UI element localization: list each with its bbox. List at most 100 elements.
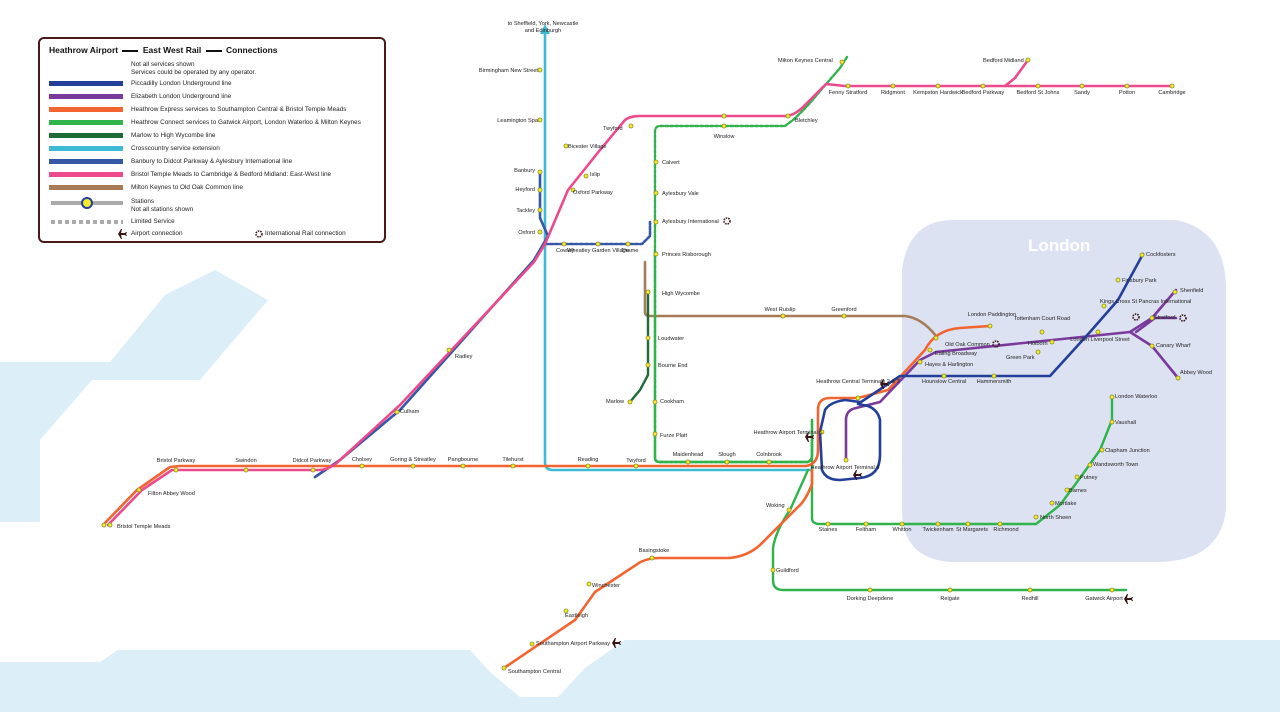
milton-keynes-old-oak-line (643, 260, 938, 338)
station-label: Bristol Parkway (157, 458, 196, 464)
line-color-swatch (49, 159, 123, 164)
line-color-swatch (49, 133, 123, 138)
heathrow-express-bristol (101, 324, 992, 527)
station-label: Basingstoke (639, 548, 669, 554)
airport-icon (880, 379, 889, 389)
legend-limited: Limited Service (49, 217, 379, 227)
international-rail-icon (1179, 314, 1187, 322)
station-label: North Sheen (1040, 515, 1071, 521)
station-label: Wheatley Garden Village (567, 248, 629, 254)
station-label: Didcot Parkway (293, 458, 332, 464)
station-label: Bedford Midland (983, 58, 1024, 64)
station-label: London Liverpool Street (1070, 337, 1130, 343)
station-label: Guildford (776, 568, 799, 574)
north-arrow-label: to Sheffield, York, Newcastle (508, 21, 579, 27)
station-label: Loudwater (658, 336, 684, 342)
station-label: Whitton (893, 527, 912, 533)
crosscountry-line (543, 28, 812, 472)
station-label: Heyford (515, 187, 535, 193)
map-legend: Heathrow Airport East West Rail Connecti… (38, 37, 386, 243)
station-label: Staines (819, 527, 838, 533)
station-label: Sandy (1074, 90, 1090, 96)
station-label: Radley (455, 354, 473, 360)
legend-airport: Airport connection International Rail co… (49, 229, 379, 239)
station-label: Clapham Junction (1105, 448, 1150, 454)
station-label: Cookham (660, 399, 684, 405)
station-label: Green Park (1006, 355, 1035, 361)
station-label: Woking (766, 503, 785, 509)
station-label: Gatwick Airport (1085, 596, 1123, 602)
station-label: Milton Keynes Central (778, 58, 833, 64)
station-label: Cowley (556, 248, 575, 254)
station-label: Oxford Parkway (573, 190, 613, 196)
station-label: Heathrow Airport Terminal 5 (754, 430, 823, 436)
legend-line-label: Marlow to High Wycombe line (131, 132, 216, 139)
piccadilly-heathrow-loop (818, 398, 862, 434)
station-label: Culham (400, 409, 420, 415)
station-label: Holborn (1028, 341, 1048, 347)
line-color-swatch (49, 120, 123, 125)
heathrow-express-southampton (502, 468, 814, 670)
station-label: Twickenham (922, 527, 953, 533)
station-label: High Wycombe (662, 291, 700, 297)
legend-line-row: Heathrow Express services to Southampton… (49, 105, 379, 115)
legend-line-row: Elizabeth London Underground line (49, 92, 379, 102)
station-label: West Ruislip (765, 307, 796, 313)
station-label: Old Oak Common (945, 342, 990, 348)
station-label: St Margarets (956, 527, 988, 533)
station-label: Furze Platt (660, 433, 687, 439)
station-label: Hayes & Harlington (925, 362, 973, 368)
elizabeth-line (844, 288, 1178, 462)
legend-note: Not all services shown Services could be… (131, 61, 257, 76)
station-label: Swindon (235, 458, 256, 464)
international-rail-icon (1132, 313, 1140, 321)
station-label: Birmingham New Street (479, 68, 539, 74)
station-label: Reigate (940, 596, 959, 602)
station-label: Tottenham Court Road (1014, 316, 1070, 322)
london-label: London (1028, 236, 1091, 255)
station-label: Winchester (592, 583, 620, 589)
station-label: Reading (578, 457, 599, 463)
legend-line-row: Heathrow Connect services to Gatwick Air… (49, 118, 379, 128)
station-label: Calvert (662, 160, 680, 166)
legend-line-label: Milton Keynes to Old Oak Common line (131, 184, 243, 191)
station-label: Slough (718, 452, 735, 458)
station-label: Redhill (1021, 596, 1038, 602)
station-label: Aylesbury International (662, 219, 719, 225)
station-label: Maidenhead (673, 452, 704, 458)
station-label: Leamington Spa (497, 118, 539, 124)
airport-icon (118, 229, 127, 239)
station-label: Ealing Broadway (935, 351, 977, 357)
station-label: Mortlake (1055, 501, 1076, 507)
station-label: Abbey Wood (1180, 370, 1212, 376)
station-label: Feltham (856, 527, 877, 533)
legend-line-row: Marlow to High Wycombe line (49, 131, 379, 141)
station-symbol-icon (51, 197, 123, 209)
station-label: Southampton Central (508, 669, 561, 675)
station-label: Twyford (626, 458, 646, 464)
station-label: Finsbury Park (1122, 278, 1157, 284)
legend-line-row: Bristol Temple Meads to Cambridge & Bedf… (49, 170, 379, 180)
aylesbury-dotted (543, 220, 652, 246)
london-zone (902, 220, 1226, 562)
station-label: Tackley (516, 208, 535, 214)
marlow-line (628, 290, 650, 404)
airport-icons (612, 379, 1133, 648)
station-label: London Waterloo (1115, 394, 1157, 400)
legend-line-row: Piccadilly London Underground line (49, 79, 379, 89)
station-label: Hammersmith (977, 379, 1012, 385)
heathrow-connect-south (810, 395, 1114, 526)
legend-line-label: Crosscountry service extension (131, 145, 220, 152)
international-rail-icon (992, 340, 1000, 348)
station-label: Dorking Deepdene (847, 596, 894, 602)
station-label: Fenny Stratford (829, 90, 868, 96)
station-label: Aylesbury Vale (662, 191, 699, 197)
legend-line-label: Heathrow Connect services to Gatwick Air… (131, 119, 361, 126)
legend-line-label: Heathrow Express services to Southampton… (131, 106, 347, 113)
station-label: Vauxhall (1115, 420, 1136, 426)
line-color-swatch (49, 172, 123, 177)
station-label: Winslow (714, 134, 736, 140)
station-label: Bristol Temple Meads (117, 524, 171, 530)
piccadilly-line (818, 252, 1145, 482)
station-label: Greenford (831, 307, 856, 313)
